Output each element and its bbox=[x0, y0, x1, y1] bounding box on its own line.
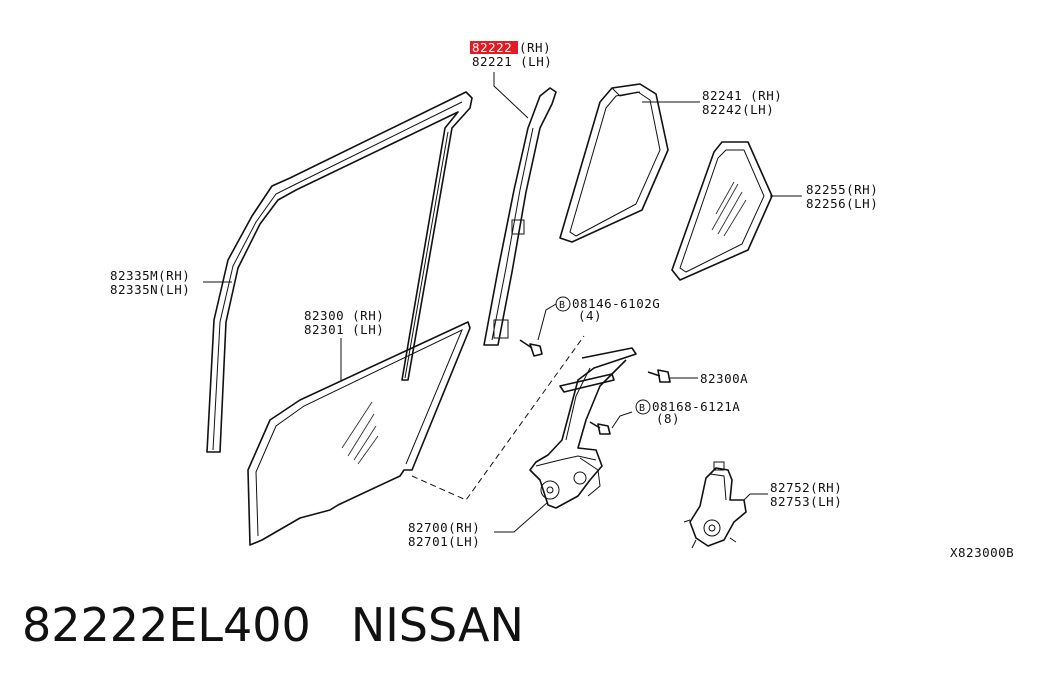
highlight-box bbox=[470, 41, 518, 54]
callout-82752[interactable]: 82752(RH) 82753(LH) bbox=[770, 480, 842, 509]
footer-brand: NISSAN bbox=[350, 598, 524, 652]
callout-08168-code: 08168-6121A bbox=[652, 399, 740, 414]
callout-82700-lh: 82701(LH) bbox=[408, 534, 480, 549]
callout-82222-lh: 82221 (LH) bbox=[472, 54, 552, 69]
callout-82300A-code: 82300A bbox=[700, 371, 748, 386]
callout-82255-lh: 82256(LH) bbox=[806, 196, 878, 211]
callout-82335-lh: 82335N(LH) bbox=[110, 282, 190, 297]
bolt-08168 bbox=[589, 421, 611, 435]
callout-82241-lh: 82242(LH) bbox=[702, 102, 774, 117]
callout-82335-rh: 82335M(RH) bbox=[110, 268, 190, 283]
rear-channel bbox=[483, 87, 557, 346]
callout-08168-marker: B bbox=[639, 403, 646, 414]
callout-08146-marker: B bbox=[559, 300, 566, 311]
callout-82222-rh-number: 82222 bbox=[472, 40, 512, 55]
b-marker-icon bbox=[635, 399, 651, 415]
callout-08168-qty: (8) bbox=[656, 411, 680, 426]
footer-part-number: 82222EL400 bbox=[22, 598, 311, 652]
partition-sash bbox=[559, 83, 669, 243]
callout-82752-rh: 82752(RH) bbox=[770, 480, 842, 495]
callout-08146-code: 08146-6102G bbox=[572, 296, 660, 311]
door-sash-channel bbox=[206, 91, 473, 453]
callout-08146[interactable]: B 08146-6102G (4) bbox=[555, 296, 660, 323]
bolt-08146 bbox=[519, 339, 543, 357]
rear-fixed-glass bbox=[671, 141, 773, 281]
callout-08168[interactable]: B 08168-6121A (8) bbox=[635, 399, 740, 426]
bolt-82300A bbox=[647, 369, 671, 383]
callout-82300-lh: 82301 (LH) bbox=[304, 322, 384, 337]
callout-82241[interactable]: 82241 (RH) 82242(LH) bbox=[702, 88, 782, 117]
door-glass bbox=[247, 321, 471, 546]
callout-82241-rh: 82241 (RH) bbox=[702, 88, 782, 103]
diagram-code: X823000B bbox=[950, 545, 1014, 560]
regulator-motor bbox=[683, 461, 747, 549]
callout-82700[interactable]: 82700(RH) 82701(LH) bbox=[408, 520, 480, 549]
footer-title: 82222EL400 NISSAN bbox=[22, 598, 564, 652]
callout-82335[interactable]: 82335M(RH) 82335N(LH) bbox=[110, 268, 190, 297]
callout-82222[interactable]: 82222 (RH) 82221 (LH) bbox=[470, 40, 552, 69]
callout-82255-rh: 82255(RH) bbox=[806, 182, 878, 197]
callout-82222-rh-suffix: (RH) bbox=[519, 40, 551, 55]
callout-82700-rh: 82700(RH) bbox=[408, 520, 480, 535]
callout-82752-lh: 82753(LH) bbox=[770, 494, 842, 509]
callout-82300-rh: 82300 (RH) bbox=[304, 308, 384, 323]
callout-82255[interactable]: 82255(RH) 82256(LH) bbox=[806, 182, 878, 211]
callout-82300[interactable]: 82300 (RH) 82301 (LH) bbox=[304, 308, 384, 337]
callout-08146-qty: (4) bbox=[578, 308, 602, 323]
callout-82300A[interactable]: 82300A bbox=[700, 371, 748, 386]
b-marker-icon bbox=[555, 296, 571, 312]
window-regulator bbox=[529, 347, 637, 509]
